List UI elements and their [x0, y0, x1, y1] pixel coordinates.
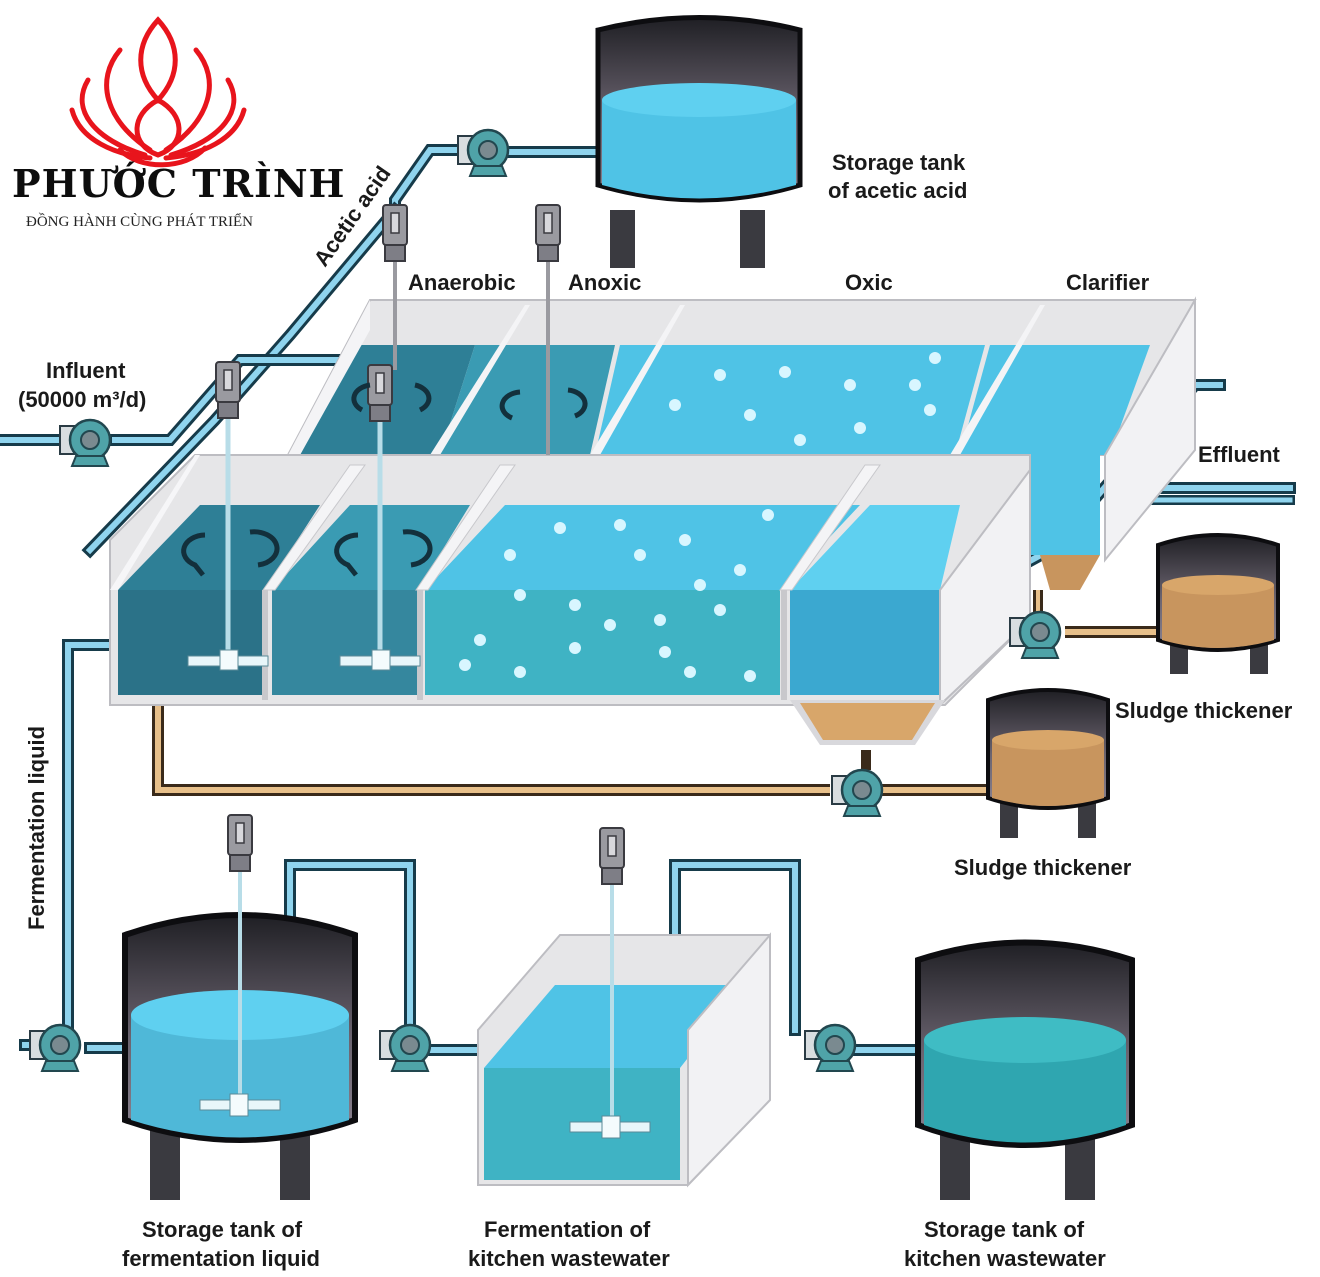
- air-bubble: [854, 422, 866, 434]
- sludge-thickener-1: [1156, 533, 1280, 674]
- air-bubble: [929, 352, 941, 364]
- air-bubble: [459, 659, 471, 671]
- influent-pipe: [0, 354, 356, 446]
- zone-clarifier-label: Clarifier: [1066, 270, 1150, 295]
- air-bubble: [744, 670, 756, 682]
- mixer-icon: [367, 364, 393, 422]
- air-bubble: [659, 646, 671, 658]
- acetic-tank-label-line1: Storage tank: [832, 150, 966, 175]
- air-bubble: [679, 534, 691, 546]
- company-logo: PHƯỚC TRÌNH ĐỒNG HÀNH CÙNG PHÁT TRIỂN: [12, 16, 345, 230]
- air-bubble: [714, 369, 726, 381]
- acetic-acid-pump: [456, 128, 510, 178]
- aeration-bubbles: [459, 352, 941, 682]
- storage-fermentation-label-line2: fermentation liquid: [122, 1246, 320, 1271]
- air-bubble: [794, 434, 806, 446]
- fermentation-transfer-pump: [378, 1023, 432, 1073]
- air-bubble: [744, 409, 756, 421]
- air-bubble: [734, 564, 746, 576]
- air-bubble: [504, 549, 516, 561]
- front-basin: [109, 454, 1031, 745]
- air-bubble: [614, 519, 626, 531]
- mixer-icon: [599, 827, 625, 885]
- zone-anaerobic-label: Anaerobic: [408, 270, 516, 295]
- air-bubble: [474, 634, 486, 646]
- back-basin: [286, 296, 1197, 590]
- air-bubble: [669, 399, 681, 411]
- sludge-pipes: [152, 590, 1160, 796]
- air-bubble: [779, 366, 791, 378]
- air-bubble: [514, 666, 526, 678]
- lotus-icon: [69, 16, 247, 168]
- storage-fermentation-tank: [122, 814, 358, 1200]
- air-bubble: [554, 522, 566, 534]
- mixer-icon: [227, 814, 253, 872]
- zone-anoxic-label: Anoxic: [568, 270, 641, 295]
- effluent-pipe: [986, 379, 1296, 589]
- storage-kitchen-label-line2: kitchen wastewater: [904, 1246, 1106, 1271]
- air-bubble: [634, 549, 646, 561]
- brand-tagline: ĐỒNG HÀNH CÙNG PHÁT TRIỂN: [26, 212, 253, 230]
- air-bubble: [514, 589, 526, 601]
- fermentation-kitchen-label-line1: Fermentation of: [484, 1217, 651, 1242]
- acetic-acid-tank: [595, 15, 803, 268]
- influent-flow-label: (50000 m³/d): [18, 387, 146, 412]
- sludge-return-pump: [830, 768, 884, 818]
- air-bubble: [604, 619, 616, 631]
- influent-pump: [58, 418, 112, 468]
- zone-oxic-label: Oxic: [845, 270, 893, 295]
- air-bubble: [909, 379, 921, 391]
- sludge-thickener-1-label: Sludge thickener: [1115, 698, 1293, 723]
- pipes: [0, 144, 1296, 1056]
- sludge-thickener-2: [986, 688, 1110, 838]
- mixers: [187, 204, 561, 671]
- air-bubble: [844, 379, 856, 391]
- fermentation-kitchen-tank: [477, 827, 771, 1188]
- air-bubble: [684, 666, 696, 678]
- fermentation-kitchen-label-line2: kitchen wastewater: [468, 1246, 670, 1271]
- kitchen-transfer-pump: [803, 1023, 857, 1073]
- air-bubble: [694, 579, 706, 591]
- fermentation-liquid-pipe-label: Fermentation liquid: [24, 726, 49, 930]
- storage-kitchen-label-line1: Storage tank of: [924, 1217, 1085, 1242]
- air-bubble: [569, 599, 581, 611]
- storage-kitchen-tank: [915, 939, 1135, 1200]
- air-bubble: [924, 404, 936, 416]
- acetic-tank-label-line2: of acetic acid: [828, 178, 967, 203]
- mixer-icon: [215, 361, 241, 419]
- air-bubble: [714, 604, 726, 616]
- influent-label: Influent: [46, 358, 126, 383]
- air-bubble: [762, 509, 774, 521]
- effluent-label: Effluent: [1198, 442, 1281, 467]
- recycle-pipe-2: [669, 859, 926, 1056]
- mixer-icon: [382, 204, 408, 262]
- sludge-thickener-2-label: Sludge thickener: [954, 855, 1132, 880]
- mixer-icon: [535, 204, 561, 262]
- brand-name: PHƯỚC TRÌNH: [12, 161, 345, 206]
- fermentation-liquid-pump: [28, 1023, 82, 1073]
- air-bubble: [569, 642, 581, 654]
- storage-fermentation-label-line1: Storage tank of: [142, 1217, 303, 1242]
- air-bubble: [654, 614, 666, 626]
- sludge-pump: [1008, 610, 1062, 660]
